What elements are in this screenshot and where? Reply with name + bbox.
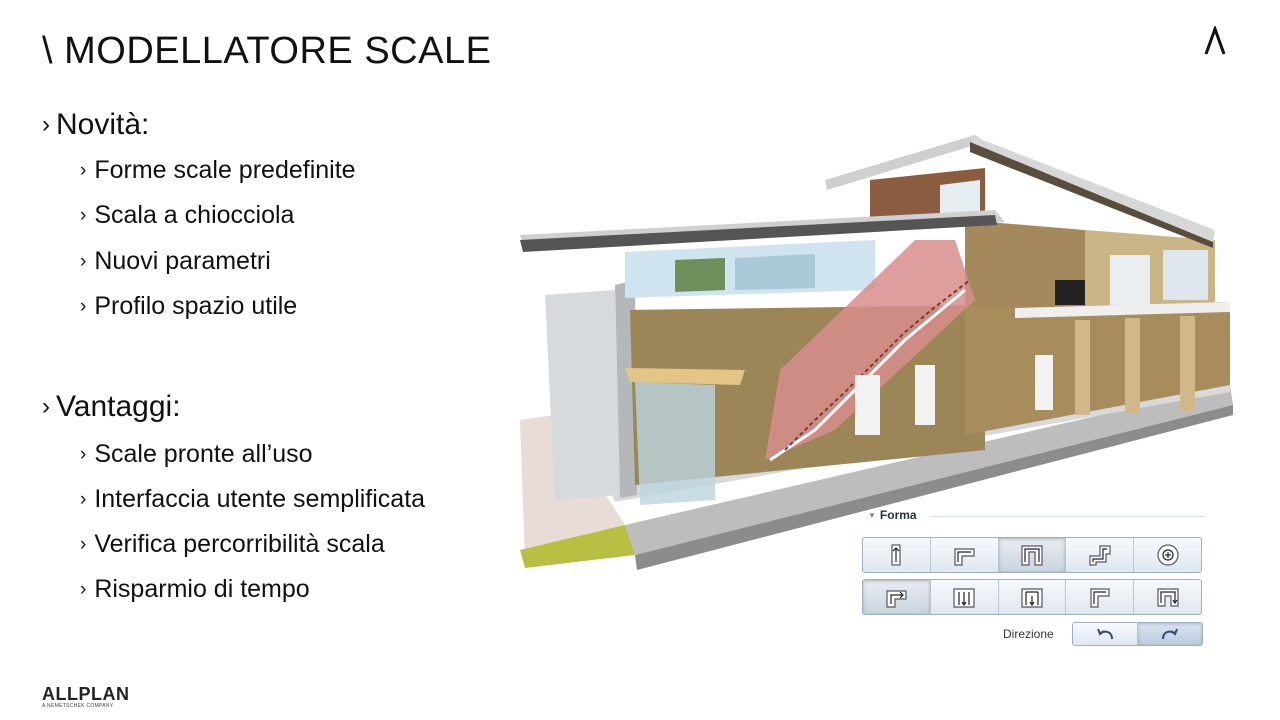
triple-u-stair-button[interactable]: [999, 580, 1067, 614]
bullet-text: Interfaccia utente semplificata: [94, 485, 426, 513]
bullet-text: Risparmio di tempo: [94, 575, 310, 603]
double-u-stair-icon: [953, 588, 975, 608]
section-novita-heading: › Novità:: [42, 108, 149, 142]
chevron-right-icon: ›: [80, 250, 87, 272]
l-corner-stair-icon: [1090, 588, 1110, 608]
direction-left-button[interactable]: [1073, 623, 1138, 645]
u-shaped-stair-button[interactable]: [998, 538, 1067, 572]
straight-stair-icon: [891, 544, 901, 566]
brand-name: ALLPLAN: [42, 684, 130, 704]
chevron-right-icon: ›: [80, 578, 87, 600]
section-divider: [930, 516, 1205, 517]
stair-shape-row-1: [862, 537, 1202, 573]
l-corner-stair-button[interactable]: [1066, 580, 1135, 614]
l-landing-stair-button[interactable]: [863, 580, 931, 614]
section-heading-label: Novità:: [56, 108, 150, 141]
l-shaped-stair-button[interactable]: [931, 538, 999, 572]
building-cutaway-render: [520, 135, 1233, 570]
u-corner-stair-icon: [1156, 588, 1179, 607]
bullet-text: Nuovi parametri: [94, 247, 271, 275]
allplan-logo: ALLPLAN A NEMETSCHEK COMPANY: [42, 684, 130, 709]
u-shaped-stair-icon: [1021, 545, 1043, 566]
bullet-item: › Forme scale predefinite: [80, 156, 356, 185]
collapse-triangle-icon[interactable]: ▼: [868, 510, 876, 520]
chevron-right-icon: ›: [42, 111, 50, 138]
chevron-right-icon: ›: [42, 393, 50, 420]
bullet-item: › Interfaccia utente semplificata: [80, 485, 425, 514]
bullet-item: › Risparmio di tempo: [80, 575, 310, 604]
l-landing-stair-icon: [886, 590, 907, 608]
z-shaped-stair-icon: [1089, 545, 1111, 566]
spiral-stair-icon: [1156, 544, 1179, 566]
rotate-right-icon: [1162, 628, 1178, 640]
l-shaped-stair-icon: [954, 548, 975, 566]
chevron-right-icon: ›: [80, 295, 87, 317]
direzione-label: Direzione: [1003, 627, 1054, 641]
bullet-text: Profilo spazio utile: [94, 292, 298, 320]
triple-u-stair-icon: [1021, 588, 1043, 608]
bullet-item: › Profilo spazio utile: [80, 292, 297, 321]
chevron-right-icon: ›: [80, 159, 87, 181]
spiral-stair-button[interactable]: [1134, 538, 1201, 572]
bullet-text: Scala a chiocciola: [94, 201, 295, 229]
section-heading-label: Vantaggi:: [56, 390, 181, 423]
bullet-item: › Nuovi parametri: [80, 247, 271, 276]
straight-stair-button[interactable]: [863, 538, 931, 572]
stair-shape-row-2: [862, 579, 1202, 615]
bullet-text: Scale pronte all’uso: [94, 440, 313, 468]
z-shaped-stair-button[interactable]: [1066, 538, 1135, 572]
slide-title: \ MODELLATORE SCALE: [42, 30, 492, 72]
chevron-right-icon: ›: [80, 488, 87, 510]
forma-label: Forma: [879, 508, 917, 522]
bullet-item: › Scala a chiocciola: [80, 201, 294, 230]
section-vantaggi-heading: › Vantaggi:: [42, 390, 181, 424]
bullet-text: Forme scale predefinite: [94, 156, 356, 184]
allplan-lambda-icon: [1204, 26, 1226, 55]
chevron-right-icon: ›: [80, 443, 87, 465]
chevron-right-icon: ›: [80, 204, 87, 226]
direction-right-button[interactable]: [1138, 623, 1202, 645]
direction-toggle: [1072, 622, 1203, 646]
brand-subtitle: A NEMETSCHEK COMPANY: [42, 703, 114, 709]
double-u-stair-button[interactable]: [931, 580, 999, 614]
bullet-text: Verifica percorribilità scala: [94, 530, 385, 558]
bullet-item: › Verifica percorribilità scala: [80, 530, 385, 559]
chevron-right-icon: ›: [80, 533, 87, 555]
forma-section-header[interactable]: ▼ Forma: [868, 508, 917, 522]
bullet-item: › Scale pronte all’uso: [80, 440, 313, 469]
rotate-left-icon: [1097, 628, 1113, 640]
u-corner-stair-button[interactable]: [1134, 580, 1201, 614]
